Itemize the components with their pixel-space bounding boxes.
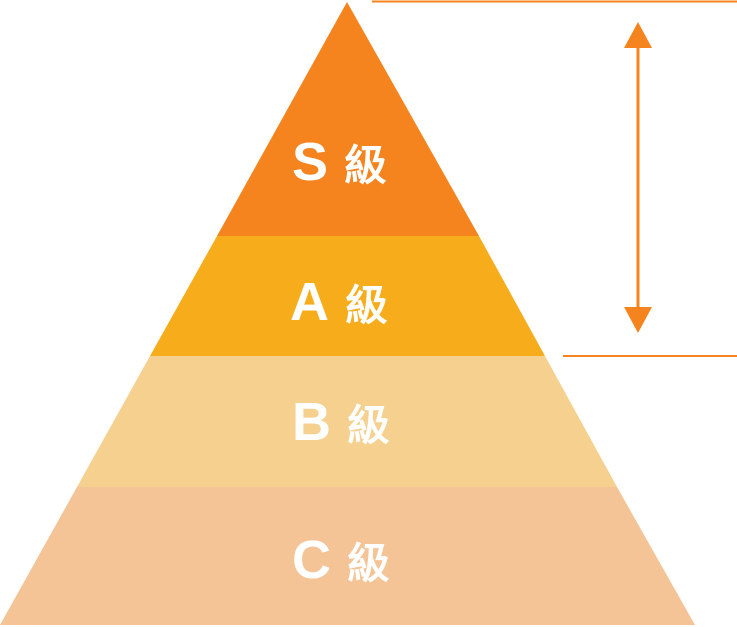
arrow-head-down bbox=[624, 307, 652, 333]
tier-b-suffix: 級 bbox=[347, 401, 389, 450]
tier-c: C 級 bbox=[0, 487, 695, 625]
tier-b-letter: B bbox=[292, 392, 331, 452]
tier-s-suffix: 級 bbox=[344, 141, 386, 190]
tier-a-shape bbox=[150, 236, 545, 356]
tier-a-label: A 級 bbox=[290, 272, 387, 332]
tier-a-letter: A bbox=[290, 272, 329, 332]
tier-b: B 級 bbox=[77, 356, 617, 487]
tier-s-letter: S bbox=[292, 132, 328, 192]
tier-a-suffix: 級 bbox=[345, 281, 387, 330]
range-indicator bbox=[372, 0, 737, 357]
tier-s-shape bbox=[217, 2, 479, 236]
tier-c-label: C 級 bbox=[292, 530, 389, 590]
tier-c-shape bbox=[0, 487, 695, 625]
tier-s: S 級 bbox=[217, 2, 479, 236]
tier-b-shape bbox=[77, 356, 617, 487]
tier-c-suffix: 級 bbox=[347, 539, 389, 588]
tier-a: A 級 bbox=[150, 236, 545, 356]
tier-c-letter: C bbox=[292, 530, 331, 590]
arrow-head-up bbox=[624, 22, 652, 48]
tier-s-label: S 級 bbox=[292, 132, 387, 192]
double-headed-arrow-icon bbox=[624, 22, 652, 333]
tier-b-label: B 級 bbox=[292, 392, 389, 452]
